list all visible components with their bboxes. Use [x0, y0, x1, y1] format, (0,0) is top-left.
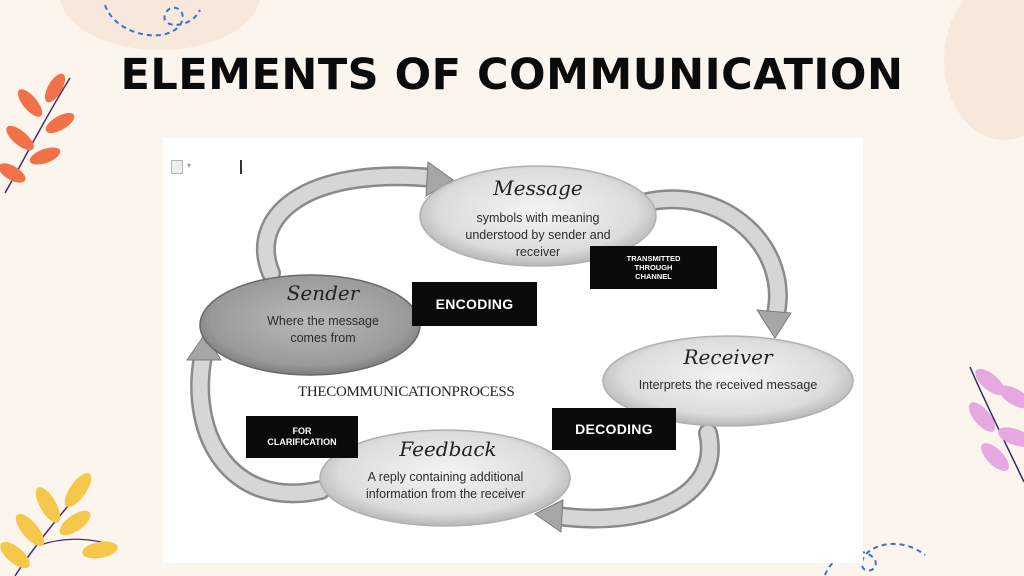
message-ellipse: [419, 165, 657, 267]
sender-heading: Sender: [286, 281, 360, 305]
feedback-heading: Feedback: [399, 437, 497, 461]
arrow-message-to-receiver: [633, 189, 792, 339]
receiver-heading: Receiver: [683, 345, 773, 369]
arrow-receiver-to-feedback: [534, 423, 720, 533]
communication-process-diagram: ▾ Message symbols with meaning understoo…: [163, 138, 863, 563]
process-title: THECOMMUNICATIONPROCESS: [298, 384, 515, 400]
feedback-ellipse: [319, 429, 571, 527]
transmitted-line: THROUGH: [634, 263, 673, 272]
for-clarification-label: FOR CLARIFICATION: [246, 416, 358, 458]
dropdown-caret-icon: ▾: [187, 161, 192, 170]
sender-line: comes from: [290, 331, 356, 345]
decoding-label: DECODING: [552, 408, 676, 450]
pink-leaf-decoration: [968, 366, 1024, 483]
document-icon: [171, 160, 183, 174]
text-cursor: [240, 160, 242, 174]
clarification-line: CLARIFICATION: [267, 437, 337, 447]
feedback-line: information from the receiver: [365, 487, 526, 501]
message-heading: Message: [493, 176, 583, 200]
message-line: symbols with meaning: [476, 211, 600, 225]
arrow-feedback-to-sender: [186, 333, 331, 504]
slide-title: ELEMENTS OF COMMUNICATION: [120, 50, 904, 100]
yellow-leaf-decoration: [0, 472, 118, 576]
transmitted-through-channel-label: TRANSMITTED THROUGH CHANNEL: [590, 246, 717, 289]
message-line: understood by sender and: [465, 228, 611, 242]
clarification-line: FOR: [292, 426, 312, 436]
diagram-graphics: [186, 161, 854, 533]
arrow-sender-to-message: [256, 161, 454, 283]
receiver-description: Interprets the received message: [638, 378, 818, 392]
feedback-description: A reply containing additional informatio…: [338, 469, 553, 503]
dashed-loop-decoration: [104, 4, 201, 37]
receiver-ellipse: [602, 335, 854, 427]
message-description: symbols with meaning understood by sende…: [438, 210, 638, 261]
transmitted-line: CHANNEL: [635, 272, 672, 281]
transmitted-line: TRANSMITTED: [626, 254, 681, 263]
message-line: receiver: [515, 245, 561, 259]
sender-description: Where the message comes from: [238, 313, 408, 347]
feedback-line: A reply containing additional: [367, 470, 524, 484]
sender-line: Where the message: [267, 314, 379, 328]
encoding-label: ENCODING: [412, 282, 537, 326]
orange-leaf-decoration: [0, 73, 75, 194]
